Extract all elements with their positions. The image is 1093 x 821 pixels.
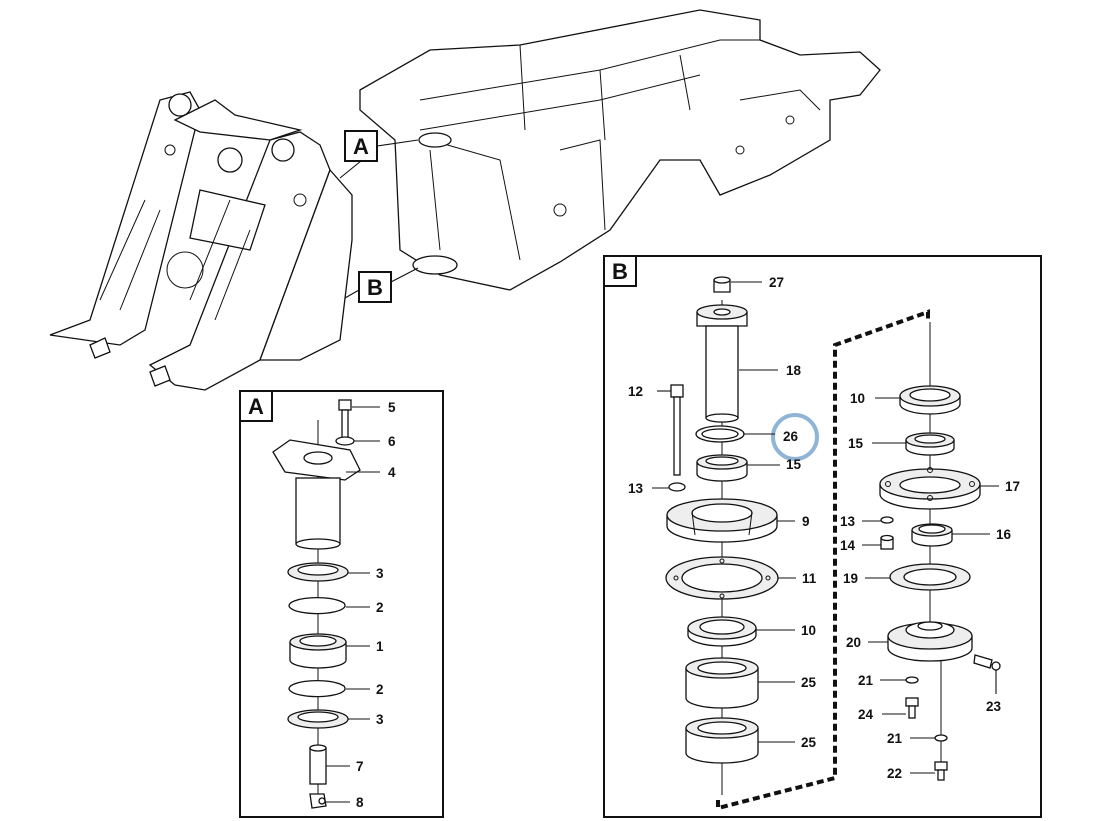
part-bearing-upper xyxy=(685,657,759,709)
part-pin-flange xyxy=(272,439,361,550)
part-shim-plate xyxy=(665,556,779,600)
callout-16: 16 xyxy=(996,527,1012,542)
callout-1: 1 xyxy=(376,639,384,654)
callout-6: 6 xyxy=(388,434,396,449)
part-spacer xyxy=(309,744,327,785)
panel-b: B xyxy=(603,255,1042,818)
part-nut-14 xyxy=(880,534,894,550)
part-washer-21 xyxy=(905,676,919,684)
callout-24: 24 xyxy=(858,707,874,722)
part-bearing-housing xyxy=(666,498,778,543)
callout-2: 2 xyxy=(376,682,384,697)
callout-5: 5 xyxy=(388,400,396,415)
callout-22: 22 xyxy=(887,766,902,781)
callout-21: 21 xyxy=(887,731,903,746)
callout-3: 3 xyxy=(376,566,384,581)
part-seal-10-right xyxy=(899,385,961,415)
part-washer xyxy=(335,436,355,446)
part-shim-19 xyxy=(889,563,971,591)
part-grease-nipple-23 xyxy=(973,654,1001,671)
part-bushing xyxy=(289,633,347,669)
callout-13: 13 xyxy=(840,514,856,529)
callout-11: 11 xyxy=(802,571,817,586)
callout-17: 17 xyxy=(1005,479,1020,494)
part-bolt-24 xyxy=(905,697,919,719)
callout-20: 20 xyxy=(846,635,861,650)
view-marker-b-label: B xyxy=(367,275,383,300)
callout-25: 25 xyxy=(801,675,817,690)
part-bolt-22 xyxy=(934,761,948,781)
part-bush-16 xyxy=(911,523,953,547)
part-seal-10 xyxy=(687,616,757,647)
callout-3: 3 xyxy=(376,712,384,727)
part-washer-21-lower xyxy=(934,734,948,742)
part-bearing-cap xyxy=(879,467,981,510)
callout-26: 26 xyxy=(783,429,799,444)
part-o-ring xyxy=(695,425,745,443)
callout-15: 15 xyxy=(848,436,864,451)
callout-4: 4 xyxy=(388,465,396,480)
callout-7: 7 xyxy=(356,759,364,774)
view-marker-b: B xyxy=(344,267,419,303)
part-circlip-lower xyxy=(288,679,346,698)
callout-13: 13 xyxy=(628,481,644,496)
part-seal-lower xyxy=(287,709,349,729)
part-seal-upper xyxy=(287,562,349,582)
callout-2: 2 xyxy=(376,600,384,615)
highlight-circle xyxy=(771,413,819,461)
view-marker-a-label: A xyxy=(353,134,369,159)
part-cap xyxy=(713,276,731,293)
part-washer-13 xyxy=(668,482,686,492)
callout-23: 23 xyxy=(986,699,1002,714)
part-king-pin xyxy=(696,304,748,423)
callout-25: 25 xyxy=(801,735,817,750)
callout-21: 21 xyxy=(858,673,874,688)
part-bush-15 xyxy=(696,454,748,482)
callout-14: 14 xyxy=(840,538,856,553)
callout-8: 8 xyxy=(356,795,364,810)
part-bush-15-right xyxy=(905,432,955,456)
callout-18: 18 xyxy=(786,363,802,378)
assembly-dashed-link xyxy=(716,309,930,811)
panel-a-tag: A xyxy=(248,394,264,419)
part-grease-nipple xyxy=(309,793,327,809)
callout-10: 10 xyxy=(801,623,816,638)
callout-12: 12 xyxy=(628,384,643,399)
callout-19: 19 xyxy=(843,571,858,586)
view-marker-a: A xyxy=(339,130,419,179)
part-washer-13-right xyxy=(880,516,894,524)
callout-9: 9 xyxy=(802,514,810,529)
callout-10: 10 xyxy=(850,391,865,406)
panel-a: A xyxy=(239,390,444,818)
part-bearing-lower xyxy=(685,717,759,764)
panel-b-tag: B xyxy=(612,259,628,284)
callout-15: 15 xyxy=(786,457,802,472)
part-long-bolt xyxy=(670,384,684,476)
callout-27: 27 xyxy=(769,275,784,290)
part-circlip-upper xyxy=(288,596,346,615)
front-frame-illustration xyxy=(49,9,881,391)
part-cover-20 xyxy=(887,621,973,662)
